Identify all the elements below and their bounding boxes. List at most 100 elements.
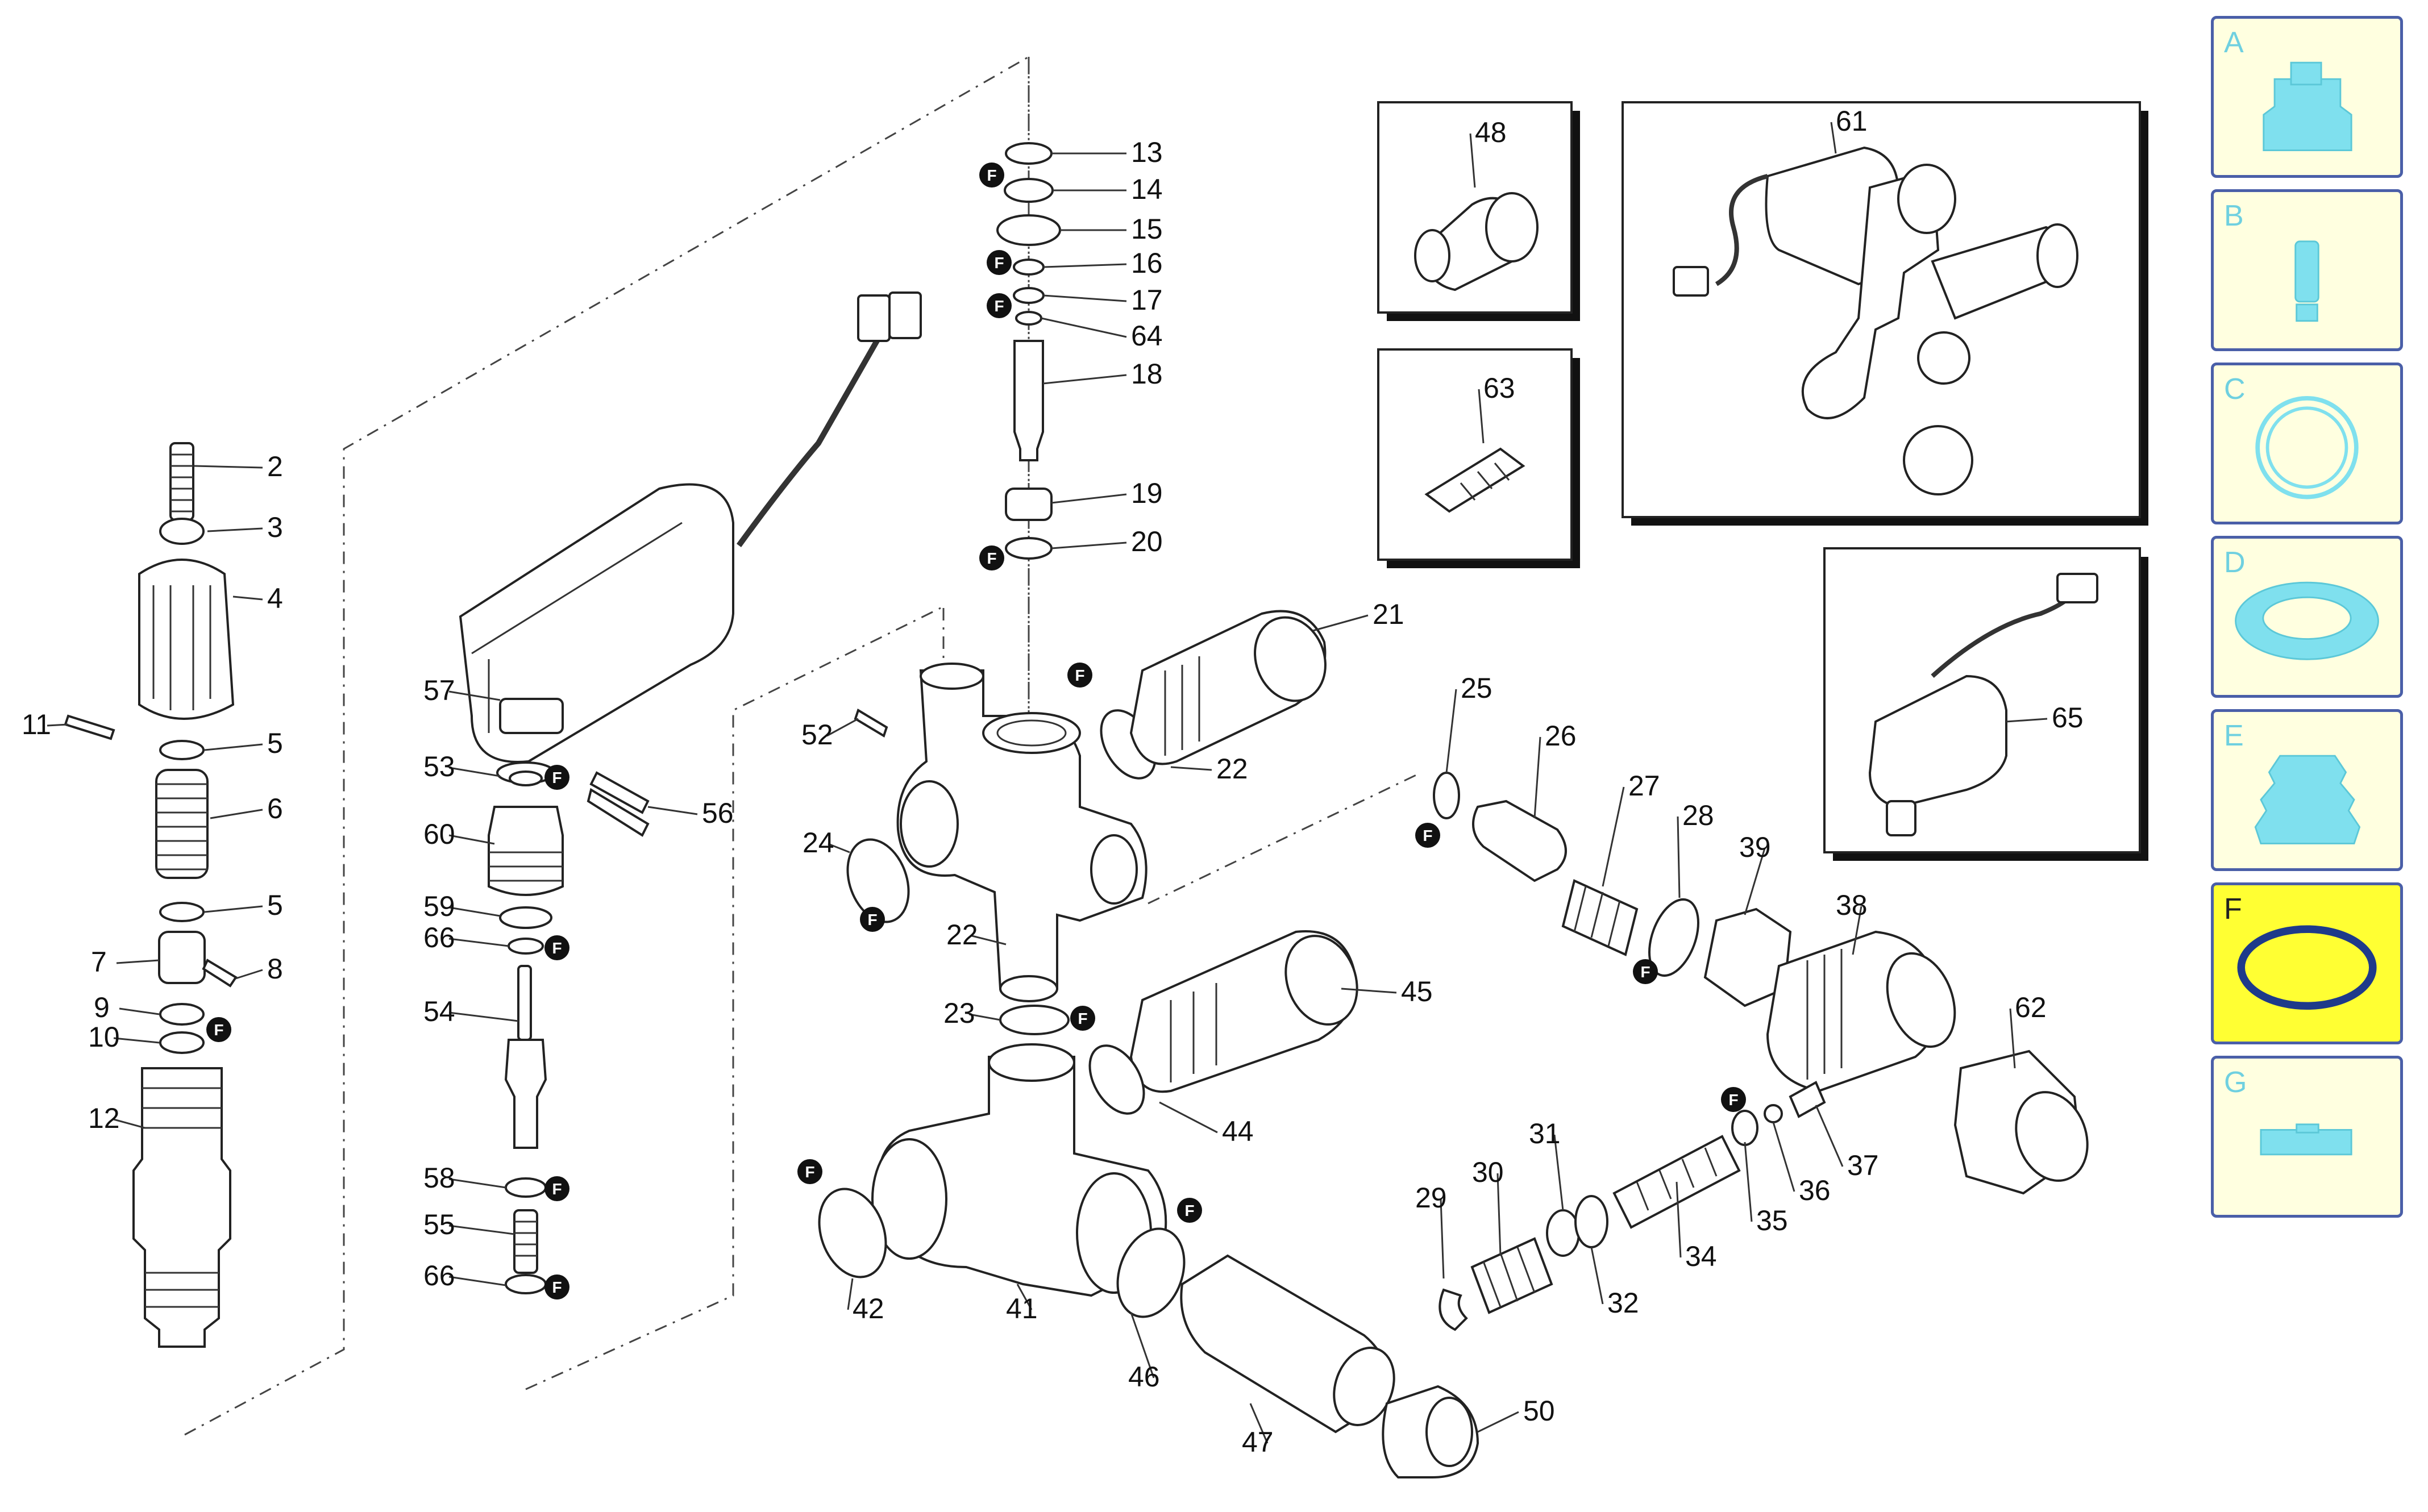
leader-line — [113, 1037, 160, 1044]
part-number-25[interactable]: 25 — [1461, 672, 1492, 704]
leader-line — [232, 595, 263, 601]
part-number-37[interactable]: 37 — [1847, 1149, 1879, 1181]
part-number-38[interactable]: 38 — [1836, 889, 1868, 921]
part-number-57[interactable]: 57 — [423, 674, 455, 706]
part-number-56[interactable]: 56 — [702, 797, 734, 829]
part-number-4[interactable]: 4 — [267, 582, 283, 614]
part-number-66[interactable]: 66 — [423, 922, 455, 953]
part-number-32[interactable]: 32 — [1607, 1287, 1639, 1319]
part-number-13[interactable]: 13 — [1131, 136, 1163, 168]
leader-line — [210, 809, 263, 819]
svg-text:F: F — [1423, 827, 1432, 844]
part-number-63[interactable]: 63 — [1483, 372, 1515, 404]
leader-line — [1496, 1173, 1502, 1256]
part-number-34[interactable]: 34 — [1685, 1240, 1717, 1272]
leader-line — [1440, 1198, 1445, 1279]
part-number-54[interactable]: 54 — [423, 995, 455, 1027]
leader-line — [1170, 766, 1212, 771]
valve-body — [818, 610, 1479, 1478]
part-number-18[interactable]: 18 — [1131, 358, 1163, 390]
part-number-19[interactable]: 19 — [1131, 477, 1163, 509]
category-b-letter: B — [2224, 199, 2244, 232]
svg-text:F: F — [994, 254, 1004, 272]
part-number-6[interactable]: 6 — [267, 793, 283, 824]
o-ring-icon — [2237, 925, 2377, 1010]
part-number-5[interactable]: 5 — [267, 889, 283, 921]
svg-text:F: F — [552, 1180, 562, 1198]
part-number-53[interactable]: 53 — [423, 751, 455, 782]
part-number-28[interactable]: 28 — [1682, 799, 1714, 831]
part-number-22[interactable]: 22 — [946, 919, 978, 951]
part-number-21[interactable]: 21 — [1373, 598, 1404, 630]
category-f[interactable]: F — [2211, 882, 2403, 1044]
f-badge: F — [1177, 1198, 1202, 1223]
part-number-9[interactable]: 9 — [94, 992, 110, 1023]
part-number-2[interactable]: 2 — [267, 451, 283, 482]
inset-48 — [1377, 101, 1580, 321]
part-number-10[interactable]: 10 — [88, 1021, 120, 1053]
bellows-icon — [2254, 755, 2361, 845]
part-number-31[interactable]: 31 — [1529, 1118, 1561, 1149]
part-number-20[interactable]: 20 — [1131, 526, 1163, 557]
part-number-11[interactable]: 11 — [22, 709, 51, 740]
category-e[interactable]: E — [2211, 709, 2403, 871]
category-c[interactable]: C — [2211, 363, 2403, 524]
part-number-27[interactable]: 27 — [1628, 770, 1660, 802]
part-number-3[interactable]: 3 — [267, 511, 283, 543]
part-number-42[interactable]: 42 — [853, 1293, 884, 1324]
seal-ring-icon — [2235, 581, 2379, 660]
part-number-36[interactable]: 36 — [1799, 1174, 1831, 1206]
part-number-62[interactable]: 62 — [2015, 992, 2047, 1023]
f-badge: F — [206, 1017, 231, 1042]
part-number-47[interactable]: 47 — [1242, 1426, 1274, 1458]
part-number-29[interactable]: 29 — [1415, 1182, 1447, 1214]
svg-text:F: F — [1075, 667, 1084, 684]
part-number-44[interactable]: 44 — [1222, 1115, 1254, 1147]
category-a[interactable]: A — [2211, 16, 2403, 178]
part-number-22[interactable]: 22 — [1216, 753, 1248, 785]
part-number-65[interactable]: 65 — [2052, 702, 2084, 734]
leader-line — [1533, 736, 1541, 819]
leader-line — [1041, 317, 1127, 338]
part-number-60[interactable]: 60 — [423, 818, 455, 850]
leader-line — [1016, 1284, 1033, 1310]
part-number-24[interactable]: 24 — [803, 827, 834, 859]
part-number-39[interactable]: 39 — [1739, 831, 1771, 863]
category-b[interactable]: B — [2211, 189, 2403, 351]
part-number-55[interactable]: 55 — [423, 1209, 455, 1240]
part-number-30[interactable]: 30 — [1472, 1156, 1504, 1188]
part-number-35[interactable]: 35 — [1756, 1205, 1788, 1236]
part-number-5[interactable]: 5 — [267, 727, 283, 759]
part-number-59[interactable]: 59 — [423, 890, 455, 922]
part-number-7[interactable]: 7 — [91, 946, 107, 978]
part-number-61[interactable]: 61 — [1836, 105, 1868, 137]
part-number-66[interactable]: 66 — [423, 1260, 455, 1292]
leader-line — [1469, 133, 1476, 188]
part-number-12[interactable]: 12 — [88, 1102, 120, 1134]
category-d[interactable]: D — [2211, 536, 2403, 698]
f-badge: F — [979, 163, 1004, 188]
f-badge: F — [860, 907, 885, 932]
part-number-16[interactable]: 16 — [1131, 247, 1163, 279]
part-number-45[interactable]: 45 — [1401, 976, 1433, 1007]
part-number-41[interactable]: 41 — [1006, 1293, 1038, 1324]
part-number-50[interactable]: 50 — [1523, 1395, 1555, 1427]
part-number-23[interactable]: 23 — [943, 997, 975, 1029]
leader-line — [1830, 122, 1837, 154]
category-g[interactable]: G — [2211, 1056, 2403, 1218]
f-badge: F — [797, 1159, 822, 1184]
part-number-52[interactable]: 52 — [801, 719, 833, 751]
leader-line — [1312, 614, 1369, 632]
part-number-58[interactable]: 58 — [423, 1162, 455, 1194]
part-number-15[interactable]: 15 — [1131, 213, 1163, 245]
part-number-64[interactable]: 64 — [1131, 320, 1163, 352]
part-number-26[interactable]: 26 — [1545, 720, 1577, 752]
part-number-8[interactable]: 8 — [267, 953, 283, 985]
part-number-17[interactable]: 17 — [1131, 284, 1163, 316]
part-number-14[interactable]: 14 — [1131, 173, 1163, 205]
part-number-46[interactable]: 46 — [1128, 1361, 1160, 1393]
leader-line — [204, 743, 263, 751]
part-number-48[interactable]: 48 — [1475, 116, 1507, 148]
leader-line — [847, 1278, 854, 1310]
leader-line — [828, 843, 850, 853]
